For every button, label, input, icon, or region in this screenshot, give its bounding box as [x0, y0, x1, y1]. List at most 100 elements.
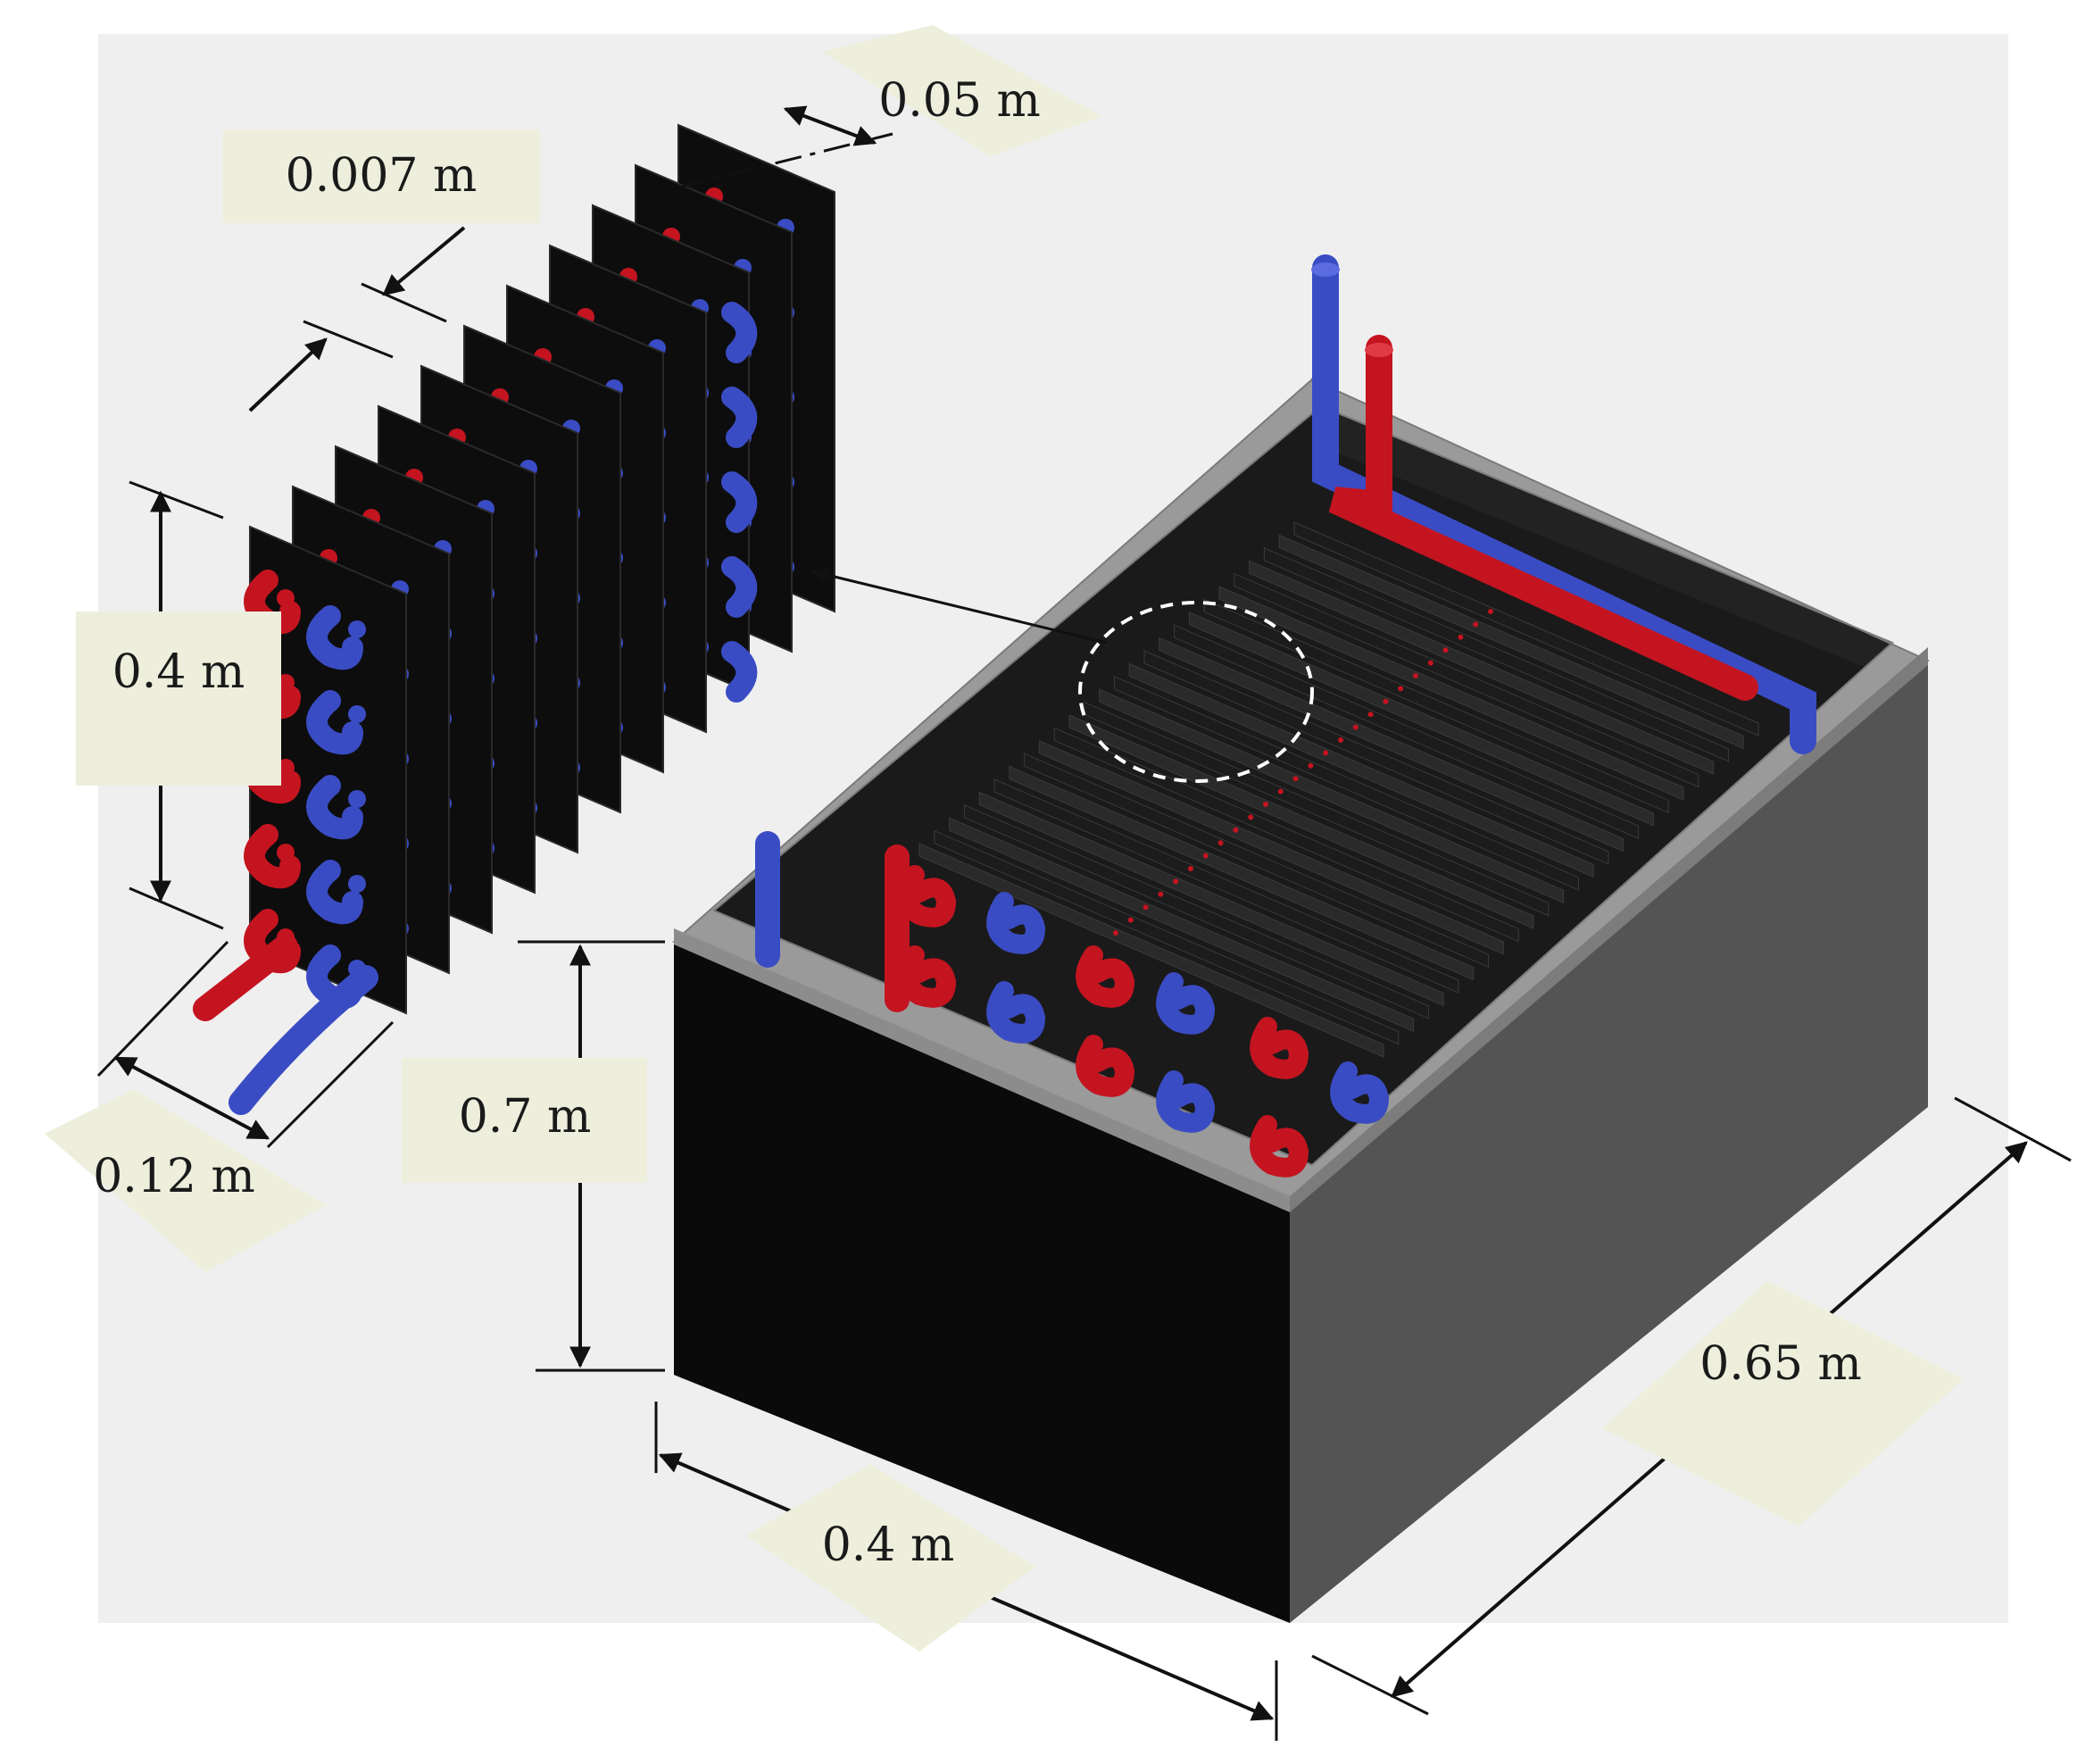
- stack-hot-coil: [244, 824, 301, 889]
- stack-hot-outlet-pipe: [193, 934, 298, 1021]
- cold-pipe-cap: [1311, 262, 1340, 277]
- stack-cold-coil: [306, 690, 363, 755]
- tank-plate: [1099, 688, 1565, 903]
- label-plate-height-text: 0.4 m: [112, 645, 245, 699]
- tank-plate-pipe-dot: [1233, 827, 1239, 833]
- tank-plate: [1128, 662, 1594, 878]
- tank-plate-pipe-dot: [1442, 647, 1449, 653]
- tank-plate: [1113, 676, 1579, 891]
- hot-coil: [897, 865, 957, 928]
- tank-manifold: [755, 254, 1816, 1012]
- cold-coil: [986, 981, 1046, 1044]
- tank-plate-pipe-dot: [1202, 853, 1209, 859]
- cold-coil: [986, 892, 1046, 954]
- tank-plate-pipe-dot: [1263, 802, 1268, 807]
- stack-cold-coil: [306, 775, 363, 840]
- stack-cold-pass: [348, 705, 366, 723]
- tank-plate-pipe-dot: [1308, 762, 1314, 769]
- tank-plate-pipe-dot: [1398, 686, 1404, 692]
- tank-plate-pipe-dot: [1338, 737, 1343, 743]
- tank-plates: [918, 521, 1759, 1058]
- tank-plate-pipe-dot: [1383, 698, 1389, 704]
- tank-plate: [934, 829, 1400, 1045]
- tank-plate-pipe-dot: [1127, 917, 1134, 923]
- label-plate-height: 0.4 m: [76, 612, 281, 786]
- label-plate-thickness: 0.007 m: [223, 129, 540, 223]
- tank-plate-pipe-dot: [1488, 609, 1493, 614]
- label-plate-thickness-text: 0.007 m: [286, 149, 478, 203]
- tank-plate: [1278, 534, 1744, 750]
- label-plate-gap-text: 0.05 m: [878, 74, 1041, 128]
- label-tank-length: 0.65 m: [1602, 1281, 1964, 1527]
- stack-cold-pass: [348, 875, 366, 893]
- stack-plates: [244, 123, 835, 1015]
- tank-plate-pipe-dot: [1352, 724, 1359, 730]
- tank-plate: [1218, 586, 1684, 801]
- tank-plate: [1068, 714, 1534, 929]
- hot-coil: [1076, 945, 1135, 1008]
- label-tank-width: 0.4 m: [745, 1464, 1035, 1652]
- tank-plate: [993, 778, 1459, 994]
- label-tank-width-text: 0.4 m: [822, 1519, 955, 1572]
- label-tank-height-text: 0.7 m: [459, 1090, 592, 1144]
- tank-plate-pipe-dot: [1188, 866, 1193, 871]
- tank-plate: [1009, 765, 1475, 981]
- label-plate-width-text: 0.12 m: [93, 1150, 255, 1203]
- tank-plate-pipe-dot: [1158, 891, 1164, 897]
- dimension-labels: 0.05 m 0.007 m 0.4 m 0.12 m 0.7 m 0.4 m …: [45, 25, 1964, 1652]
- tank-plate: [1053, 727, 1519, 943]
- tank: [672, 254, 1930, 1623]
- cold-coil: [1330, 1061, 1390, 1124]
- tank-plate-pipe-dot: [1427, 660, 1433, 666]
- tank-cold-manifold-pipe: [1312, 254, 1816, 754]
- hot-pipe-cap: [1365, 343, 1393, 357]
- tank-plate: [918, 843, 1384, 1058]
- tank-plate: [1234, 572, 1699, 788]
- tank-plate: [978, 791, 1444, 1007]
- plate-stack: [193, 123, 835, 1115]
- callout-arrow: [810, 567, 1108, 645]
- tank-plate-pipe-dot: [1143, 904, 1149, 911]
- tank-plate-pipe-dot: [1113, 930, 1118, 936]
- tank-front-coils: [897, 865, 1390, 1177]
- tank-plate: [1203, 598, 1669, 814]
- stack-cold-pass: [348, 620, 366, 638]
- tank-plate: [1174, 624, 1640, 839]
- hot-coil: [1250, 1017, 1309, 1079]
- tank-plate-pipe-dot: [1413, 673, 1418, 678]
- tank-plate: [1159, 637, 1625, 853]
- highlight-ellipse: [1078, 601, 1314, 783]
- tank-plate-pipe-dot: [1248, 814, 1254, 820]
- tank-plate: [949, 817, 1415, 1032]
- stack-cold-coil: [306, 860, 363, 925]
- hot-coil: [1076, 1035, 1135, 1097]
- label-plate-width: 0.12 m: [45, 1089, 326, 1272]
- label-plate-gap: 0.05 m: [821, 25, 1102, 156]
- tank-plate: [1143, 650, 1609, 865]
- tank-plate: [1038, 740, 1504, 955]
- tank-plate-pipe-dot: [1367, 711, 1374, 718]
- tank-plate: [1263, 547, 1729, 762]
- tank-plate: [963, 804, 1429, 1019]
- tank-front-face: [674, 942, 1290, 1623]
- tank-plate: [1024, 753, 1490, 968]
- tank-plate-pipe-dot: [1173, 878, 1179, 885]
- tank-plate: [1188, 612, 1654, 827]
- label-tank-length-text: 0.65 m: [1699, 1337, 1862, 1391]
- stack-back-cold-coil: [721, 556, 758, 618]
- tank-hot-manifold-pipe: [1328, 335, 1758, 701]
- stack-cold-pass: [348, 790, 366, 808]
- stack-back-cold-coil: [721, 641, 758, 703]
- tank-plate-pipe-dot: [1277, 788, 1284, 795]
- stack-back-cold-coil: [721, 471, 758, 533]
- tank-plate: [1249, 560, 1715, 775]
- label-tank-height: 0.7 m: [402, 1058, 647, 1183]
- tank-plate-pipe-dot: [1292, 776, 1299, 782]
- stack-back-cold-coil: [721, 302, 758, 363]
- stack-cold-coil: [306, 605, 363, 670]
- stack-back-cold-coil: [721, 387, 758, 448]
- stack-plate-face: [249, 525, 407, 1015]
- hot-coil: [1250, 1115, 1309, 1177]
- tank-plate-pipe-dot: [1217, 840, 1224, 846]
